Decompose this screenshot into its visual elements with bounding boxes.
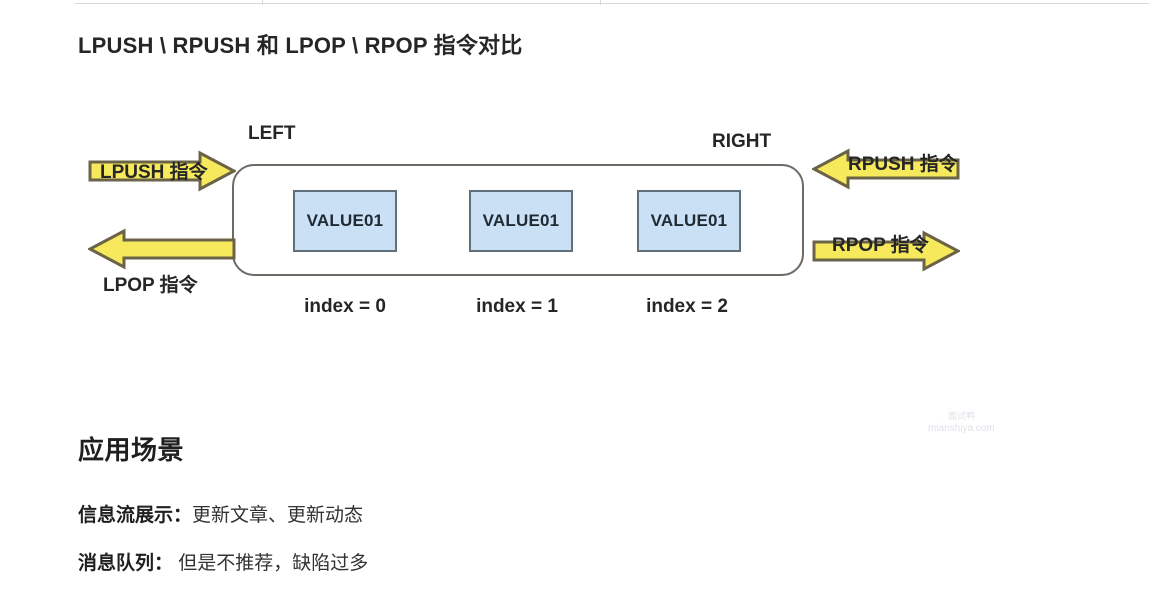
section-heading-scenarios: 应用场景: [78, 435, 185, 465]
index-label-2: index = 2: [646, 296, 728, 317]
lpush-arrow-label: LPUSH 指令: [100, 162, 208, 183]
top-table-divider-1: [262, 0, 263, 5]
rpush-arrow-icon: [812, 148, 960, 190]
rpush-arrow-label: RPUSH 指令: [848, 154, 958, 175]
rpop-arrow-label: RPOP 指令: [832, 235, 929, 256]
scenario-item-0-rest: 更新文章、更新动态: [192, 505, 364, 526]
scenario-item-1-rest: 但是不推荐，缺陷过多: [173, 553, 369, 574]
list-cell-0: VALUE01: [293, 190, 397, 252]
lpush-arrow-icon: [88, 150, 236, 192]
lpop-arrow-label: LPOP 指令: [103, 275, 198, 296]
left-end-label: LEFT: [248, 123, 296, 144]
index-label-1: index = 1: [476, 296, 558, 317]
watermark-brand: 面试鸭: [947, 411, 975, 421]
lpop-arrow-icon: [88, 228, 236, 270]
scenario-item-1: 消息队列： 但是不推荐，缺陷过多: [78, 548, 368, 575]
index-label-0: index = 0: [304, 296, 386, 317]
right-end-label: RIGHT: [712, 131, 772, 152]
page-title: LPUSH \ RPUSH 和 LPOP \ RPOP 指令对比: [78, 33, 523, 58]
top-table-divider-2: [600, 0, 601, 5]
scenario-item-0: 信息流展示：更新文章、更新动态: [78, 500, 363, 527]
watermark-url: mianshiya.com: [928, 423, 995, 435]
list-diagram: LEFT RIGHT VALUE01 VALUE01 VALUE01 index…: [0, 100, 1149, 434]
scenario-item-1-lead: 消息队列：: [78, 553, 174, 574]
list-cell-2: VALUE01: [637, 190, 741, 252]
list-cell-1: VALUE01: [469, 190, 573, 252]
top-table-border: [75, 3, 1149, 4]
watermark: 面试鸭 mianshiya.com: [928, 410, 995, 436]
rpop-arrow-icon: [812, 230, 960, 272]
scenario-item-0-lead: 信息流展示：: [78, 505, 193, 526]
